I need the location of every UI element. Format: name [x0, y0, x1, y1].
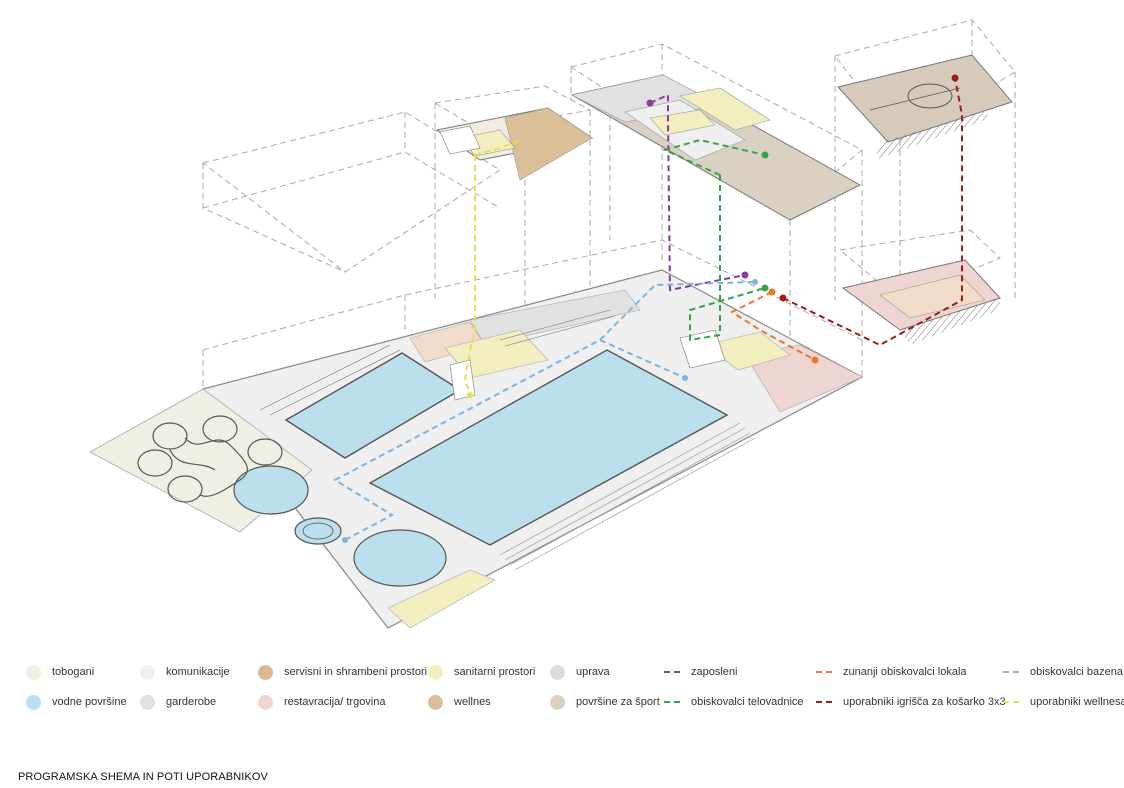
path-gym	[689, 175, 766, 342]
legend-dash-obiskovalci-bazena	[1003, 671, 1019, 673]
sports-floor	[570, 74, 862, 221]
bleachers	[499, 422, 756, 571]
ground-details	[259, 309, 726, 416]
legend-swatch-wellnes	[428, 694, 443, 710]
legend-item-vodne-povrsine: vodne površine	[26, 692, 127, 712]
legend-swatch-tobogani	[26, 664, 41, 680]
round-pool-right	[353, 529, 447, 587]
legend-item-uporabniki-igrisca: uporabniki igrišča za košarko 3x3	[816, 692, 1006, 712]
legend-swatch-uprava	[550, 664, 565, 680]
whirlpool-inner	[302, 522, 334, 540]
round-pool-left	[233, 465, 309, 515]
path-restaurant	[729, 291, 816, 361]
legend-label: servisni in shrambeni prostori	[284, 666, 428, 678]
legend-item-obiskovalci-bazena: obiskovalci bazena	[1003, 662, 1123, 682]
legend-label: obiskovalci bazena	[1030, 666, 1123, 678]
figure-caption: PROGRAMSKA SHEMA IN POTI UPORABNIKOV	[18, 771, 268, 783]
sanitary-ground-right	[704, 331, 791, 371]
legend-item-zaposleni: zaposleni	[664, 662, 737, 682]
legend-item-obiskovalci-telovadnice: obiskovalci telovadnice	[664, 692, 804, 712]
legend-dash-uporabniki-igrisca	[816, 701, 832, 703]
legend-label: uporabniki wellnesa	[1030, 696, 1124, 708]
legend-label: površine za šport	[576, 696, 660, 708]
user-paths	[332, 77, 963, 541]
legend-label: uporabniki igrišča za košarko 3x3	[843, 696, 1006, 708]
legend-label: tobogani	[52, 666, 95, 678]
whirlpool	[294, 517, 342, 545]
path-basketball	[782, 77, 963, 347]
wellness-floor	[435, 107, 594, 181]
path-wellness	[463, 155, 476, 396]
legend-label: garderobe	[166, 696, 217, 708]
legend-dash-uporabniki-wellnesa	[1003, 701, 1019, 703]
legend-label: obiskovalci telovadnice	[691, 696, 804, 708]
legend-item-povrsine-sport: površine za šport	[550, 692, 660, 712]
legend-swatch-servisni	[258, 664, 273, 680]
legend-item-wellnes: wellnes	[428, 692, 491, 712]
legend-label: restavracija/ trgovina	[284, 696, 386, 708]
ground-floor-plan	[89, 269, 864, 629]
water-slides	[137, 415, 283, 503]
path-pool	[332, 281, 756, 541]
changing-rooms	[469, 289, 641, 346]
legend-swatch-garderobe	[140, 694, 155, 710]
legend-dash-zaposleni	[664, 671, 680, 673]
path-endpoints	[342, 74, 959, 543]
legend-item-komunikacije: komunikacije	[140, 662, 230, 682]
legend-item-tobogani: tobogani	[26, 662, 94, 682]
path-employees	[649, 93, 746, 292]
legend-label: zaposleni	[691, 666, 738, 678]
axonometric-program-diagram	[89, 19, 1016, 629]
legend-swatch-komunikacije	[140, 664, 155, 680]
sanitary-corner	[387, 569, 496, 629]
legend-item-zunanji-obiskovalci: zunanji obiskovalci lokala	[816, 662, 967, 682]
legend-dash-zunanji-obiskovalci	[816, 671, 832, 673]
legend-item-servisni: servisni in shrambeni prostori	[258, 662, 427, 682]
legend-label: komunikacije	[166, 666, 230, 678]
right-ground-floor	[841, 259, 1001, 345]
legend-swatch-povrsine-sport	[550, 694, 565, 710]
legend-swatch-restavracija	[258, 694, 273, 710]
legend-label: sanitarni prostori	[454, 666, 536, 678]
legend-label: uprava	[576, 666, 610, 678]
legend-item-sanitarni: sanitarni prostori	[428, 662, 535, 682]
legend-label: vodne površine	[52, 696, 127, 708]
basketball-court-floor	[837, 54, 1013, 160]
legend-item-restavracija: restavracija/ trgovina	[258, 692, 386, 712]
legend-item-garderobe: garderobe	[140, 692, 216, 712]
legend-swatch-vodne-povrsine	[26, 694, 41, 710]
legend-item-uporabniki-wellnesa: uporabniki wellnesa	[1003, 692, 1124, 712]
legend-dash-obiskovalci-telovadnice	[664, 701, 680, 703]
legend-label: wellnes	[454, 696, 491, 708]
main-pool	[368, 349, 729, 546]
legend-item-uprava: uprava	[550, 662, 610, 682]
legend-swatch-sanitarni	[428, 664, 443, 680]
legend-label: zunanji obiskovalci lokala	[843, 666, 967, 678]
